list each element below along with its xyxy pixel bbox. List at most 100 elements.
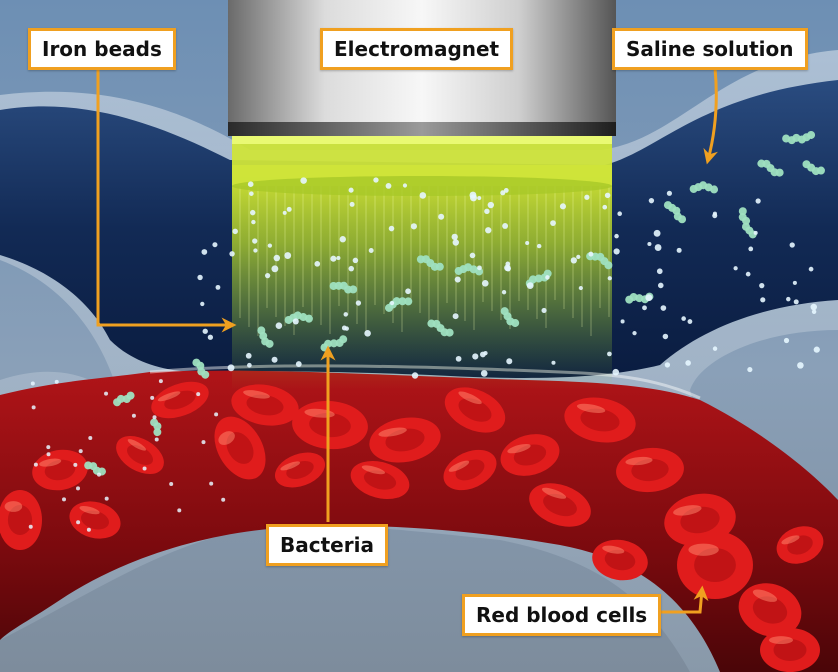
iron-bead: [814, 347, 820, 353]
iron-bead: [212, 242, 217, 247]
iron-beads-label: Iron beads: [28, 28, 176, 70]
iron-bead: [153, 415, 157, 419]
iron-bead: [786, 297, 790, 301]
iron-bead: [364, 330, 371, 337]
iron-bead: [340, 236, 346, 242]
iron-bead: [253, 248, 257, 252]
iron-bead: [560, 203, 566, 209]
iron-bead: [453, 239, 459, 245]
iron-bead: [608, 276, 612, 280]
iron-bead: [812, 310, 816, 314]
iron-bead: [456, 356, 462, 362]
red-blood-cell: [677, 531, 753, 599]
iron-bead: [177, 508, 181, 512]
iron-bead: [452, 234, 458, 240]
iron-bead: [797, 362, 804, 369]
iron-bead: [614, 234, 619, 239]
iron-bead: [485, 227, 491, 233]
iron-bead: [647, 242, 651, 246]
iron-bead: [584, 195, 589, 200]
iron-bead: [525, 241, 529, 245]
iron-bead: [216, 285, 221, 290]
iron-bead: [271, 265, 278, 272]
iron-bead: [330, 256, 336, 262]
iron-bead: [201, 440, 205, 444]
iron-bead: [484, 209, 489, 214]
iron-bead: [159, 379, 163, 383]
iron-bead: [488, 202, 494, 208]
iron-bead: [246, 353, 252, 359]
iron-bead: [274, 255, 280, 261]
iron-bead: [32, 405, 36, 409]
red-blood-cell: [760, 628, 820, 672]
iron-bead: [283, 211, 287, 215]
red-blood-cell: [0, 490, 42, 550]
iron-bead: [403, 183, 407, 187]
bacteria-label: Bacteria: [266, 524, 388, 566]
iron-bead: [612, 369, 619, 376]
iron-bead: [784, 338, 789, 343]
iron-bead: [667, 191, 672, 196]
iron-bead: [657, 268, 663, 274]
iron-bead: [621, 319, 625, 323]
iron-bead: [658, 283, 664, 289]
iron-bead: [150, 396, 154, 400]
iron-bead: [794, 299, 799, 304]
iron-bead: [579, 286, 583, 290]
iron-bead: [541, 308, 546, 313]
iron-bead: [214, 412, 218, 416]
iron-bead: [79, 449, 83, 453]
iron-bead: [349, 266, 355, 272]
iron-bead: [790, 242, 795, 247]
iron-bead: [97, 473, 101, 477]
iron-bead: [132, 414, 136, 418]
iron-bead: [349, 188, 354, 193]
iron-bead: [73, 463, 77, 467]
iron-bead: [760, 297, 765, 302]
iron-bead: [209, 482, 213, 486]
iron-bead: [661, 305, 667, 311]
iron-bead: [411, 223, 417, 229]
iron-bead: [248, 181, 254, 187]
iron-bead: [46, 445, 50, 449]
iron-bead: [87, 528, 91, 532]
iron-bead: [76, 486, 80, 490]
iron-bead: [588, 252, 593, 257]
iron-bead: [272, 357, 278, 363]
iron-bead: [681, 316, 686, 321]
red-blood-cells-label: Red blood cells: [462, 594, 661, 636]
iron-bead: [748, 247, 753, 252]
iron-bead: [221, 498, 225, 502]
iron-bead: [455, 276, 461, 282]
iron-bead: [250, 210, 255, 215]
iron-bead: [252, 238, 257, 243]
iron-bead: [754, 231, 758, 235]
iron-bead: [249, 191, 254, 196]
iron-bead: [481, 370, 488, 377]
iron-bead: [746, 272, 751, 277]
iron-bead: [62, 497, 66, 501]
iron-bead: [314, 261, 320, 267]
iron-bead: [483, 351, 487, 355]
iron-bead: [350, 202, 355, 207]
iron-bead: [232, 229, 237, 234]
iron-bead: [344, 312, 348, 316]
iron-bead: [655, 244, 662, 251]
iron-bead: [687, 319, 692, 324]
iron-bead: [405, 288, 411, 294]
iron-bead: [29, 525, 33, 529]
iron-bead: [712, 213, 717, 218]
iron-bead: [605, 193, 610, 198]
iron-bead: [412, 372, 418, 378]
iron-bead: [527, 282, 534, 289]
iron-bead: [88, 436, 92, 440]
iron-bead: [654, 230, 661, 237]
iron-bead: [756, 198, 761, 203]
iron-bead: [477, 196, 481, 200]
iron-bead: [438, 214, 444, 220]
iron-bead: [336, 256, 340, 260]
iron-bead: [759, 283, 764, 288]
iron-bead: [247, 363, 252, 368]
iron-bead: [506, 358, 512, 364]
iron-bead: [229, 251, 234, 256]
